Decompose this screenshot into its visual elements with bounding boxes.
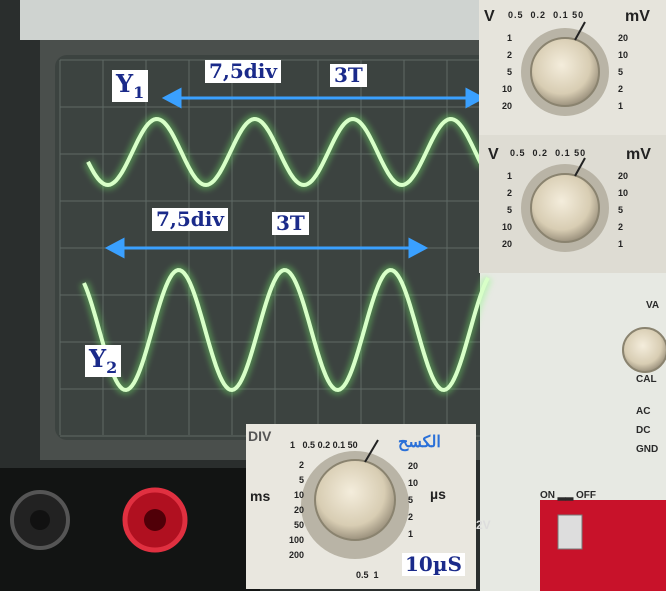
- volts-top-unit-right: mV: [625, 8, 650, 25]
- trace-y2: [82, 267, 490, 393]
- volts-knob-bottom-dial[interactable]: [521, 157, 609, 252]
- volts-bottom-unit-left: V: [488, 146, 499, 163]
- power-labels: ON ▂▂ OFF: [540, 490, 596, 501]
- channel-y2-label: Y2: [85, 345, 122, 378]
- y1-span-label: 7,5div: [205, 60, 281, 83]
- va-label: VA: [646, 300, 660, 311]
- va-cal-knob[interactable]: [622, 327, 666, 373]
- timebase-scale-bottom: 0.5 1: [356, 570, 379, 580]
- arrow-y1: [161, 87, 486, 109]
- timebase-knob-dial[interactable]: [301, 439, 409, 559]
- timebase-setting-label: 10µS: [402, 553, 465, 576]
- y2-period-label: 3T: [272, 212, 309, 235]
- y1-period-label: 3T: [330, 64, 367, 87]
- top-bezel: [20, 0, 490, 40]
- channel-y1-label: Y1: [112, 70, 149, 103]
- black-connector-hole: [30, 510, 50, 530]
- cal-label: CAL: [636, 374, 657, 385]
- volts-bottom-scale-top: 0.5 0.2 0.1 50: [510, 148, 587, 158]
- timebase-unit-left: ms: [250, 488, 271, 504]
- red-connector-hole: [144, 509, 166, 531]
- timebase-unit-right: µs: [430, 486, 446, 502]
- volts-top-unit-left: V: [484, 8, 495, 25]
- arrow-y2: [104, 237, 429, 259]
- volts-top-scale-top: 0.5 0.2 0.1 50: [508, 10, 585, 20]
- timebase-sweep-label: الكسح: [398, 434, 441, 451]
- power-switch[interactable]: [557, 514, 583, 550]
- trace-y1: [86, 116, 484, 188]
- volts-bottom-unit-right: mV: [626, 146, 651, 163]
- y2-span-label: 7,5div: [152, 208, 228, 231]
- timebase-scale-top: 1 0.5 0.2 0.1 50: [290, 440, 358, 450]
- timebase-header: DIV: [248, 428, 272, 444]
- volts-knob-top-dial[interactable]: [521, 21, 609, 116]
- voltage-label: 2V: [476, 518, 491, 532]
